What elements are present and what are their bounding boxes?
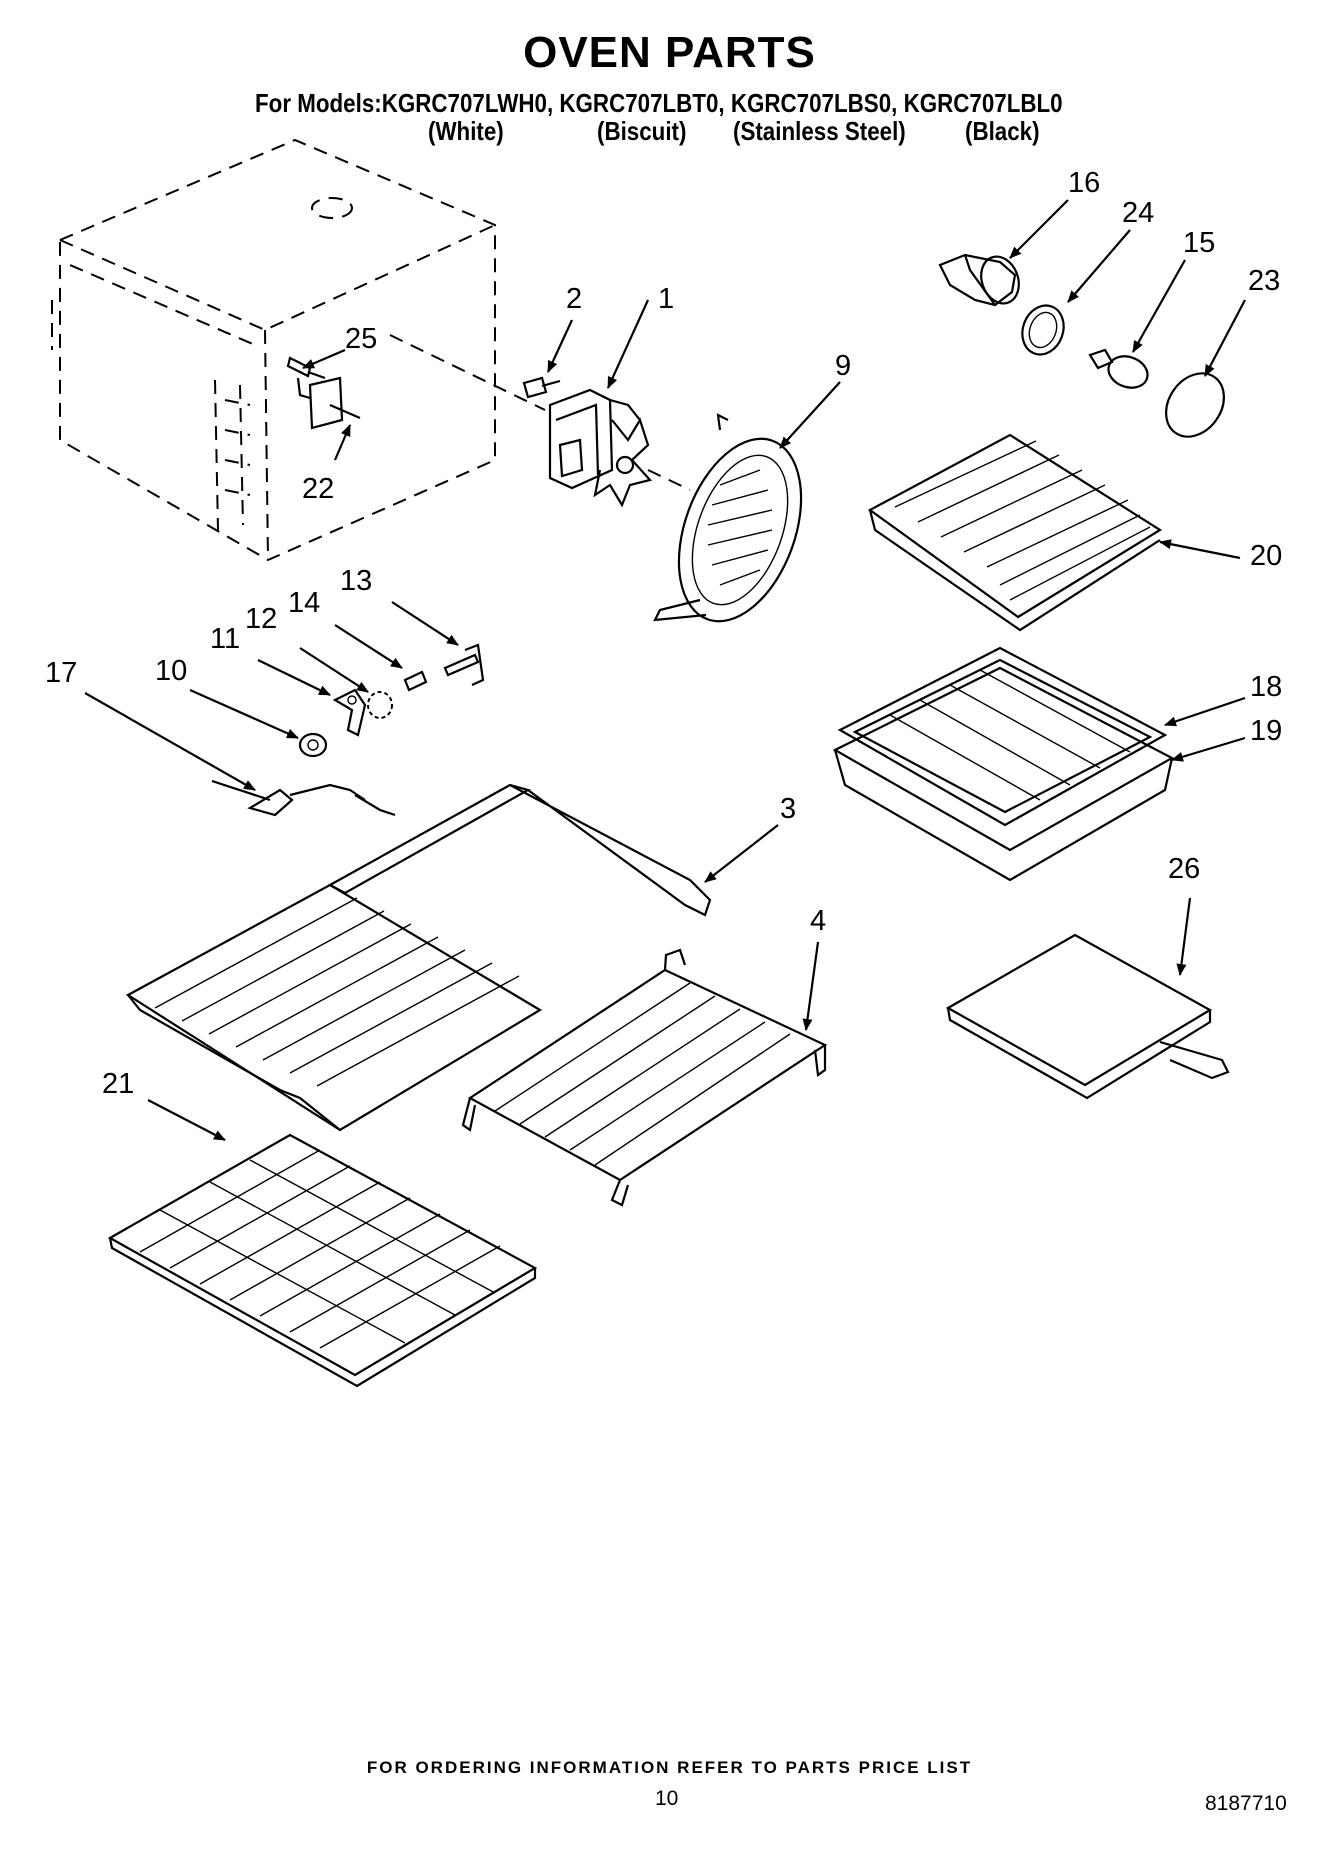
- callout-14: 14: [288, 587, 320, 619]
- part-10-nut: [298, 732, 328, 758]
- callout-12: 12: [245, 603, 277, 635]
- leader-9: [779, 381, 841, 449]
- callout-25: 25: [345, 323, 377, 355]
- leader-3: [704, 824, 779, 883]
- callout-4: 4: [810, 905, 826, 937]
- part-16-lamp-housing: [938, 253, 1020, 307]
- callout-16: 16: [1068, 167, 1100, 199]
- callout-labels: 1 2 3 4 9 10 11 12 13 14 15 16 17 18 19 …: [45, 167, 1282, 1100]
- color-label-black: (Black): [965, 116, 1040, 146]
- fan-axis-line: [647, 469, 691, 491]
- leader-13: [391, 601, 459, 646]
- leader-10: [189, 688, 299, 740]
- leader-25: [302, 348, 346, 370]
- large-oven-rack: [125, 883, 543, 1132]
- leader-1: [606, 299, 650, 389]
- color-label-white: (White): [428, 116, 504, 146]
- leader-18: [1164, 696, 1246, 727]
- callout-17: 17: [45, 657, 77, 689]
- leader-20: [1159, 539, 1241, 560]
- leader-14: [334, 624, 403, 669]
- part-20-shield: [867, 433, 1163, 632]
- color-label-biscuit: (Biscuit): [597, 116, 687, 146]
- leader-2: [547, 319, 573, 373]
- part-3-rack-slide: [327, 783, 712, 917]
- models-line: For Models:KGRC707LWH0, KGRC707LBT0, KGR…: [255, 88, 1063, 118]
- leader-24: [1067, 229, 1131, 303]
- page-number: 10: [655, 1787, 679, 1810]
- leader-11: [257, 659, 331, 696]
- part-19-broiler-pan: [832, 666, 1175, 882]
- leader-lines: [84, 199, 1246, 1141]
- part-14-insulator: [403, 670, 428, 692]
- leader-23: [1204, 299, 1246, 377]
- callout-26: 26: [1168, 853, 1200, 885]
- callout-18: 18: [1250, 671, 1282, 703]
- leader-17: [84, 692, 256, 791]
- part-23-lamp-lens: [1165, 372, 1225, 438]
- part-18-broiler-grid: [837, 646, 1168, 827]
- ordering-note: FOR ORDERING INFORMATION REFER TO PARTS …: [366, 1758, 973, 1777]
- leader-16: [1009, 199, 1069, 259]
- callout-20: 20: [1250, 540, 1282, 572]
- callout-11: 11: [210, 623, 240, 655]
- part-17-meat-probe: [211, 779, 396, 817]
- part-12-washer: [367, 691, 393, 719]
- part-11-clamp: [332, 688, 367, 737]
- callout-2: 2: [566, 283, 582, 315]
- leader-15: [1132, 259, 1186, 353]
- callout-3: 3: [780, 793, 796, 825]
- part-13-sensor: [443, 643, 485, 687]
- part-22-probe-receptacle: [296, 376, 361, 430]
- callout-24: 24: [1122, 197, 1154, 229]
- callout-13: 13: [340, 565, 372, 597]
- callout-1: 1: [658, 283, 674, 315]
- document-number: 8187710: [1205, 1792, 1287, 1815]
- callout-21: 21: [102, 1068, 134, 1100]
- part-9-fan-cover: [653, 413, 803, 623]
- callout-15: 15: [1183, 227, 1215, 259]
- part-2-screw: [522, 376, 561, 399]
- part-21-wire-rack: [107, 1133, 538, 1388]
- leader-26: [1176, 897, 1192, 976]
- screw-axis-line: [389, 334, 546, 411]
- callout-9: 9: [835, 350, 851, 382]
- leader-4: [802, 941, 820, 1031]
- part-1-convection-motor: [548, 388, 653, 508]
- part-15-lamp-bulb: [1088, 348, 1149, 389]
- callout-10: 10: [155, 655, 187, 687]
- leader-19: [1171, 736, 1246, 762]
- part-4-half-rack: [461, 948, 828, 1207]
- callout-23: 23: [1248, 265, 1280, 297]
- leader-21: [147, 1099, 226, 1141]
- leader-12: [299, 647, 369, 693]
- callout-19: 19: [1250, 715, 1282, 747]
- leader-22: [333, 424, 352, 461]
- part-26-griddle: [945, 933, 1230, 1100]
- callout-22: 22: [302, 473, 334, 505]
- color-label-stainless: (Stainless Steel): [733, 116, 906, 146]
- page-title: OVEN PARTS: [523, 28, 816, 77]
- oven-cavity-outline: [51, 138, 496, 562]
- part-24-lamp-gasket: [1021, 304, 1065, 356]
